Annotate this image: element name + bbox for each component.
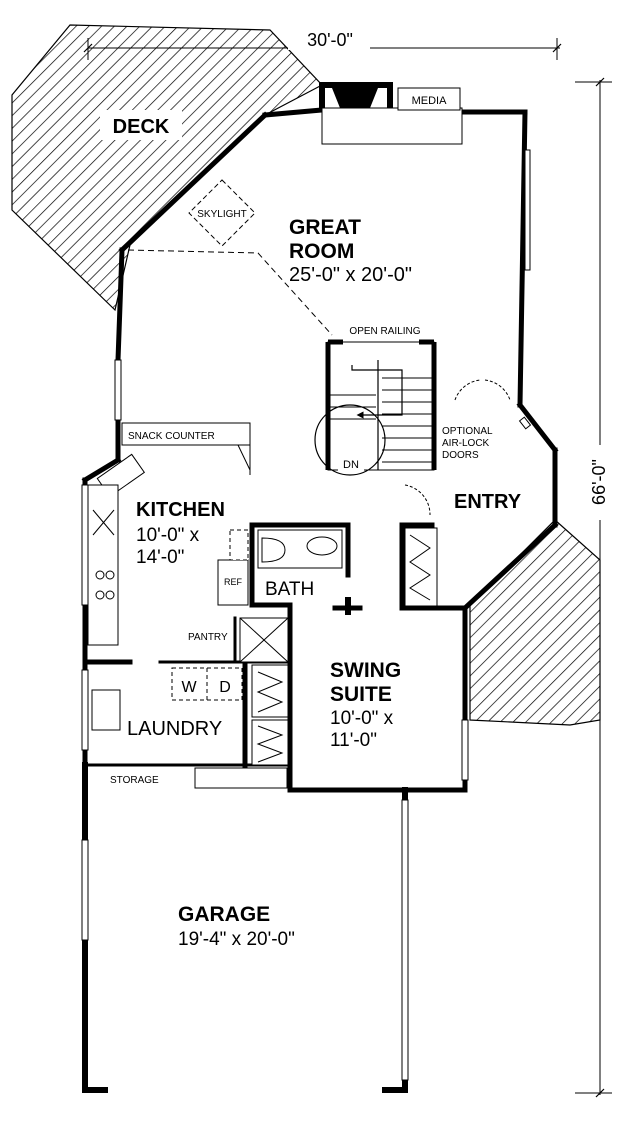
swing-suite-size-line1: 10'-0" x bbox=[330, 708, 394, 729]
fireplace bbox=[321, 88, 463, 145]
air-lock-doors: OPTIONAL AIR-LOCK DOORS bbox=[404, 379, 511, 516]
width-dimension: 30'-0" bbox=[83, 28, 562, 60]
bath-fixtures bbox=[239, 529, 343, 663]
storage-shelf bbox=[194, 767, 288, 789]
skylight-label: SKYLIGHT bbox=[197, 209, 246, 220]
closets bbox=[251, 527, 438, 766]
kitchen-size-line2: 14'-0" bbox=[136, 547, 184, 568]
laundry-fixtures bbox=[91, 667, 243, 731]
entry-deck-area bbox=[469, 519, 601, 726]
washer-label: W bbox=[181, 679, 197, 696]
garage-name: GARAGE bbox=[178, 903, 270, 926]
entry-label: ENTRY bbox=[454, 491, 522, 513]
dryer-label: D bbox=[219, 679, 231, 696]
swing-suite-name-line1: SWING bbox=[330, 659, 401, 682]
ceiling-line bbox=[127, 249, 333, 336]
deck-label: DECK bbox=[113, 116, 170, 138]
swing-suite-size-line2: 11'-0" bbox=[330, 730, 377, 751]
great-room-name-line1: GREAT bbox=[289, 216, 361, 239]
great-room-size: 25'-0" x 20'-0" bbox=[289, 264, 412, 286]
open-railing-label: OPEN RAILING bbox=[349, 326, 420, 337]
media-center: MEDIA bbox=[397, 87, 461, 111]
garage-size: 19'-4" x 20'-0" bbox=[178, 929, 295, 950]
pantry-label: PANTRY bbox=[188, 632, 228, 643]
snack-counter-label: SNACK COUNTER bbox=[128, 431, 215, 442]
snack-counter: SNACK COUNTER bbox=[121, 422, 251, 475]
kitchen-fixtures bbox=[87, 453, 249, 646]
windows bbox=[81, 149, 532, 1081]
depth-dimension: 66'-0" bbox=[575, 77, 612, 1098]
depth-dimension-label: 66'-0" bbox=[589, 459, 609, 505]
optional-doors-line2: AIR-LOCK bbox=[442, 438, 490, 449]
optional-doors-line3: DOORS bbox=[442, 450, 479, 461]
deck-area bbox=[11, 24, 323, 312]
stairs-down-label: DN bbox=[343, 459, 359, 471]
kitchen-size-line1: 10'-0" x bbox=[136, 525, 200, 546]
bath-label: BATH bbox=[265, 579, 314, 600]
stairway: OPEN RAILING DN bbox=[314, 326, 437, 476]
width-dimension-label: 30'-0" bbox=[307, 30, 353, 50]
storage-label: STORAGE bbox=[110, 775, 159, 786]
great-room-name-line2: ROOM bbox=[289, 240, 354, 263]
laundry-label: LAUNDRY bbox=[127, 718, 222, 740]
refrigerator-label: REF bbox=[224, 577, 243, 587]
deck-label-mask bbox=[100, 110, 182, 140]
kitchen-name: KITCHEN bbox=[136, 499, 225, 521]
media-label: MEDIA bbox=[412, 95, 448, 107]
skylight: SKYLIGHT bbox=[188, 179, 256, 247]
swing-suite-name-line2: SUITE bbox=[330, 683, 392, 706]
optional-doors-line1: OPTIONAL bbox=[442, 426, 493, 437]
